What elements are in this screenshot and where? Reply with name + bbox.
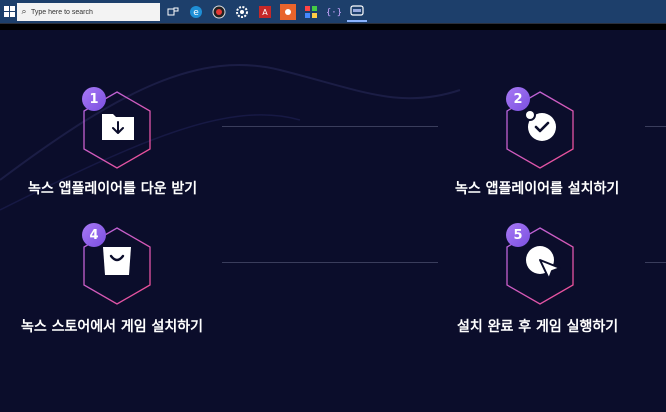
hexagon-frame	[506, 227, 574, 305]
orange-app-icon[interactable]	[278, 2, 298, 22]
hexagon-frame	[83, 227, 151, 305]
svg-text:e: e	[193, 8, 199, 18]
step-label: 설치 완료 후 게임 실행하기	[457, 319, 619, 335]
step-label: 녹스 앱플레이어를 설치하기	[455, 181, 620, 197]
grid-app-icon[interactable]	[301, 2, 321, 22]
check-badge-icon	[524, 109, 556, 141]
settings-icon[interactable]	[232, 2, 252, 22]
step-number-badge: 1	[82, 87, 106, 111]
window-top-bar	[0, 24, 666, 30]
task-view-icon[interactable]	[163, 2, 183, 22]
shopping-bag-icon	[103, 247, 131, 275]
start-button[interactable]	[0, 0, 18, 24]
download-folder-icon	[102, 114, 134, 140]
connector-line	[645, 126, 666, 127]
background-curves	[0, 63, 461, 211]
hexagon-frame	[83, 91, 151, 169]
cursor-click-icon	[526, 246, 561, 280]
connector-line	[222, 126, 438, 127]
step-number-badge: 4	[82, 223, 106, 247]
red-app-icon[interactable]: A	[255, 2, 275, 22]
step-label: 녹스 앱플레이어를 다운 받기	[28, 181, 198, 197]
edge-icon[interactable]: e	[186, 2, 206, 22]
taskbar-search-box[interactable]: ⌕	[17, 3, 160, 21]
search-icon: ⌕	[21, 7, 27, 17]
taskbar-search-input[interactable]	[31, 8, 151, 16]
step-number-badge: 5	[506, 223, 530, 247]
monitor-app-icon[interactable]	[347, 2, 367, 22]
svg-text:A: A	[262, 8, 268, 17]
hexagon-frame	[506, 91, 574, 169]
step-label: 녹스 스토어에서 게임 설치하기	[21, 319, 204, 335]
step-number-badge: 2	[506, 87, 530, 111]
windows-taskbar: ⌕ e A {·}	[0, 0, 666, 24]
svg-text:{·}: {·}	[327, 8, 341, 18]
connector-line	[645, 262, 666, 263]
connector-line	[222, 262, 438, 263]
windows-logo-icon	[3, 6, 15, 17]
record-icon[interactable]	[209, 2, 229, 22]
code-app-icon[interactable]: {·}	[324, 2, 344, 22]
